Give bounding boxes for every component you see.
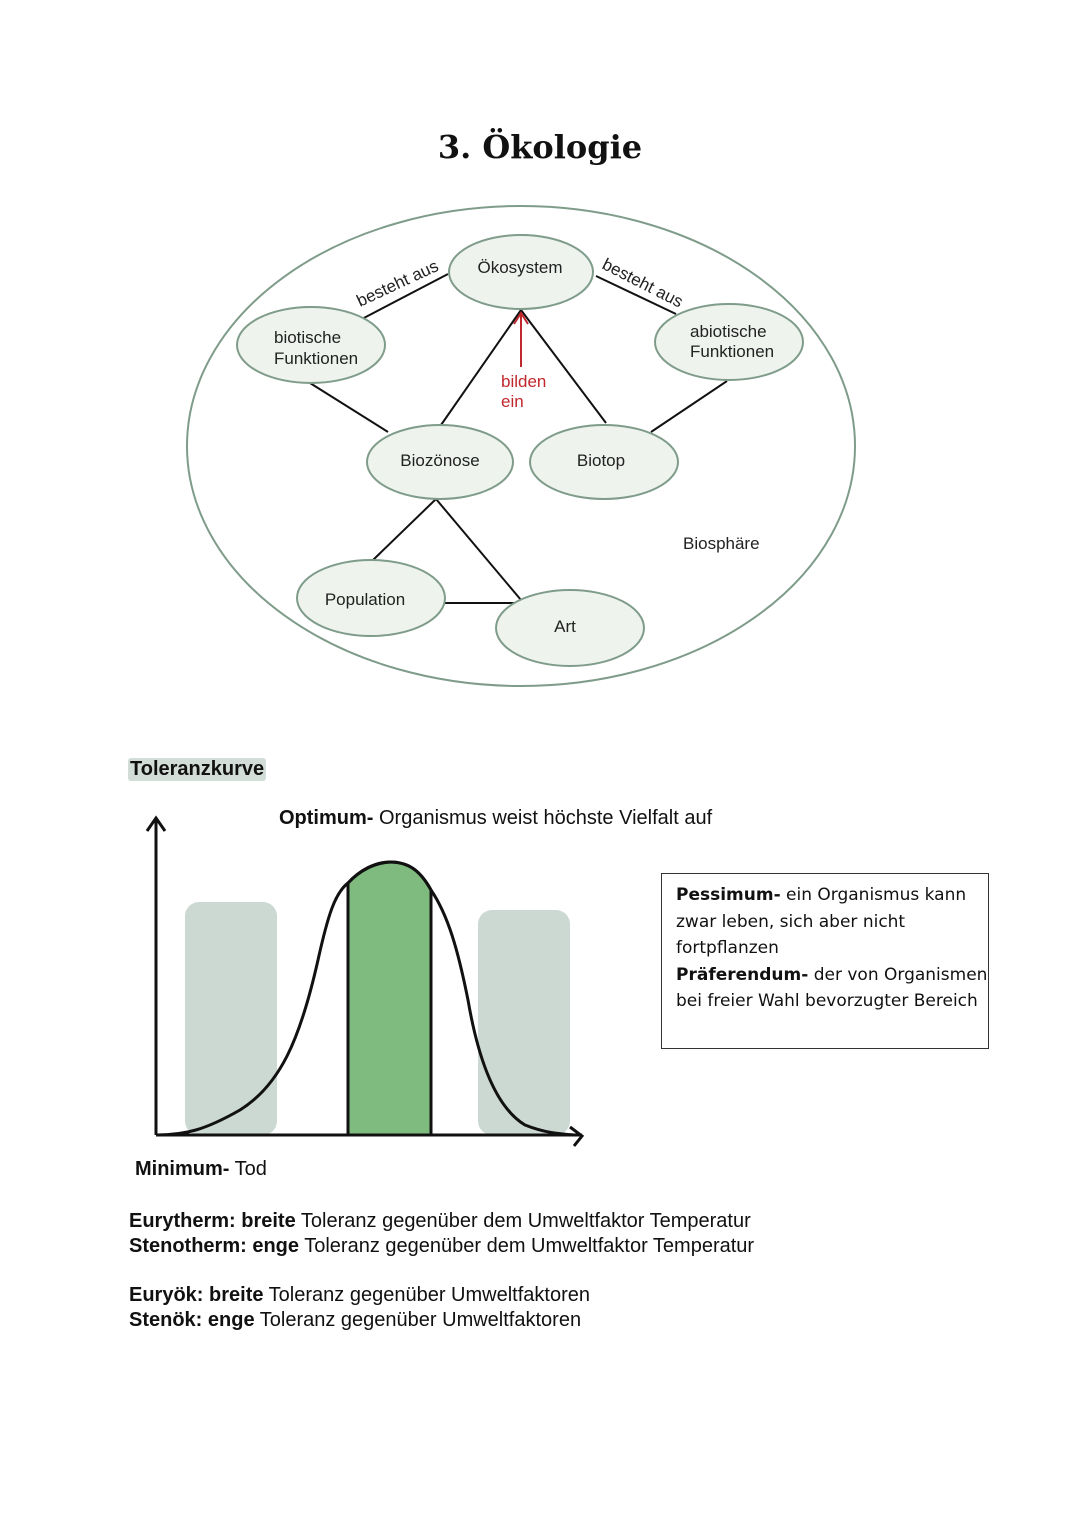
label-biotisch-2: Funktionen (274, 349, 358, 368)
node-art (495, 589, 645, 667)
arrow-bilden-ein (513, 311, 529, 367)
axes (145, 815, 585, 1147)
label-abiotisch-1: abiotische (690, 322, 767, 341)
label-biotisch-1: biotische (274, 328, 341, 347)
node-biozoenose (366, 424, 514, 500)
definition-stenoek: Stenök: enge Toleranz gegenüber Umweltfa… (129, 1309, 582, 1331)
arrow-label-2: ein (501, 392, 524, 411)
label-population: Population (325, 590, 405, 609)
ecosystem-diagram (186, 205, 856, 687)
info-box: Pessimum- ein Organismus kann zwar leben… (661, 873, 989, 1049)
page-title: 3. Ökologie (437, 128, 643, 166)
label-biozoenose: Biozönose (400, 451, 479, 470)
node-oekosystem (448, 234, 594, 310)
node-biotisch (236, 306, 386, 384)
label-oekosystem: Ökosystem (477, 258, 562, 277)
label-biosphaere: Biosphäre (683, 534, 760, 553)
tolerance-curve (145, 815, 585, 1147)
node-biotop (529, 424, 679, 500)
curve (156, 860, 576, 1137)
label-abiotisch-2: Funktionen (690, 342, 774, 361)
pessimum-zone-left (185, 902, 277, 1135)
optimum-zone (346, 860, 433, 1137)
biosphere-ellipse (186, 205, 856, 687)
definition-stenotherm: Stenotherm: enge Toleranz gegenüber dem … (129, 1235, 755, 1257)
node-abiotisch (654, 303, 804, 381)
label-biotop: Biotop (577, 451, 625, 470)
definition-euryoek: Euryök: breite Toleranz gegenüber Umwelt… (129, 1284, 590, 1306)
minimum-label: Minimum- Tod (135, 1158, 267, 1180)
section-heading: Toleranzkurve (128, 758, 267, 781)
pessimum-zone-right (478, 910, 570, 1135)
optimum-label: Optimum- Organismus weist höchste Vielfa… (279, 807, 713, 829)
label-art: Art (554, 617, 576, 636)
node-population (296, 559, 446, 637)
arrow-label-1: bilden (501, 372, 546, 391)
definition-eurytherm: Eurytherm: breite Toleranz gegenüber dem… (129, 1210, 751, 1232)
